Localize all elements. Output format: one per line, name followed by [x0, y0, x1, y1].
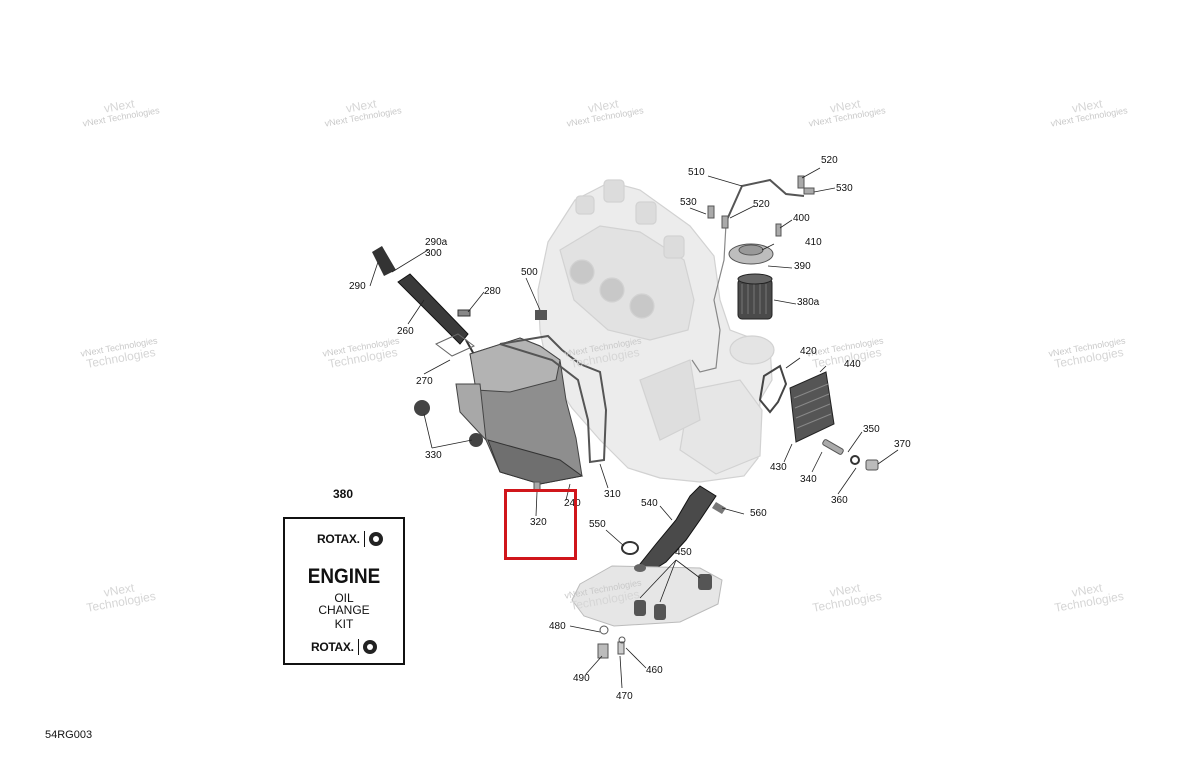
oil-change-kit-box[interactable]: ROTAX. ENGINE OIL CHANGE KIT ROTAX.: [283, 517, 405, 665]
callout-240[interactable]: 240: [564, 498, 581, 509]
kit-brand-row-top: ROTAX.: [317, 531, 383, 547]
return-hose: [621, 485, 726, 573]
callout-560[interactable]: 560: [750, 508, 767, 519]
callout-550[interactable]: 550: [589, 519, 606, 530]
kit-part-number[interactable]: 380: [333, 487, 354, 501]
callout-410[interactable]: 410: [805, 237, 822, 248]
callout-430[interactable]: 430: [770, 462, 787, 473]
brand-divider: [363, 531, 365, 547]
callout-520[interactable]: 520: [753, 199, 770, 210]
oil-cooler: [758, 364, 879, 471]
callout-350[interactable]: 350: [863, 424, 880, 435]
callout-530[interactable]: 530: [836, 183, 853, 194]
callout-450[interactable]: 450: [675, 547, 692, 558]
callout-290a[interactable]: 290a: [425, 237, 448, 248]
kit-subtitle: KIT: [334, 617, 354, 631]
callout-440[interactable]: 440: [844, 359, 861, 370]
callout-370[interactable]: 370: [894, 439, 911, 450]
selected-part-highlight: [504, 489, 577, 560]
brand-logo-icon: [362, 640, 377, 654]
dipstick-tube: [372, 246, 477, 359]
callout-320[interactable]: 320: [530, 517, 547, 528]
callout-520[interactable]: 520: [821, 155, 838, 166]
diagram-reference-code: 54RG003: [45, 729, 93, 741]
callout-530[interactable]: 530: [680, 197, 697, 208]
callout-540[interactable]: 540: [641, 498, 658, 509]
callout-390[interactable]: 390: [794, 261, 811, 272]
callout-460[interactable]: 460: [646, 665, 663, 676]
kit-subtitle: CHANGE: [318, 603, 370, 617]
callout-360[interactable]: 360: [831, 495, 848, 506]
brand-text: ROTAX.: [311, 640, 354, 654]
brand-divider: [357, 639, 359, 655]
oil-tank: [414, 310, 608, 485]
leader-lines: [369, 167, 899, 689]
small-fasteners: [533, 175, 815, 491]
callout-470[interactable]: 470: [616, 691, 633, 702]
callout-420[interactable]: 420: [800, 346, 817, 357]
kit-subtitle: OIL: [334, 591, 354, 605]
callout-380a[interactable]: 380a: [797, 297, 820, 308]
brand-logo-icon: [368, 532, 383, 546]
callout-280[interactable]: 280: [484, 286, 501, 297]
engine-block: [537, 179, 775, 483]
callout-270[interactable]: 270: [416, 376, 433, 387]
oil-line: [691, 178, 805, 373]
callout-330[interactable]: 330: [425, 450, 442, 461]
callout-480[interactable]: 480: [549, 621, 566, 632]
kit-brand-row-bottom: ROTAX.: [311, 639, 377, 655]
callout-400[interactable]: 400: [793, 213, 810, 224]
callout-260[interactable]: 260: [397, 326, 414, 337]
callout-300[interactable]: 300: [425, 248, 442, 259]
callout-290[interactable]: 290: [349, 281, 366, 292]
oil-pan-cover: [571, 564, 723, 659]
oil-filter-parts: [728, 243, 774, 320]
callout-340[interactable]: 340: [800, 474, 817, 485]
callout-510[interactable]: 510: [688, 167, 705, 178]
callout-490[interactable]: 490: [573, 673, 590, 684]
kit-title: ENGINE: [307, 565, 381, 588]
callout-310[interactable]: 310: [604, 489, 621, 500]
brand-text: ROTAX.: [317, 532, 360, 546]
callout-500[interactable]: 500: [521, 267, 538, 278]
